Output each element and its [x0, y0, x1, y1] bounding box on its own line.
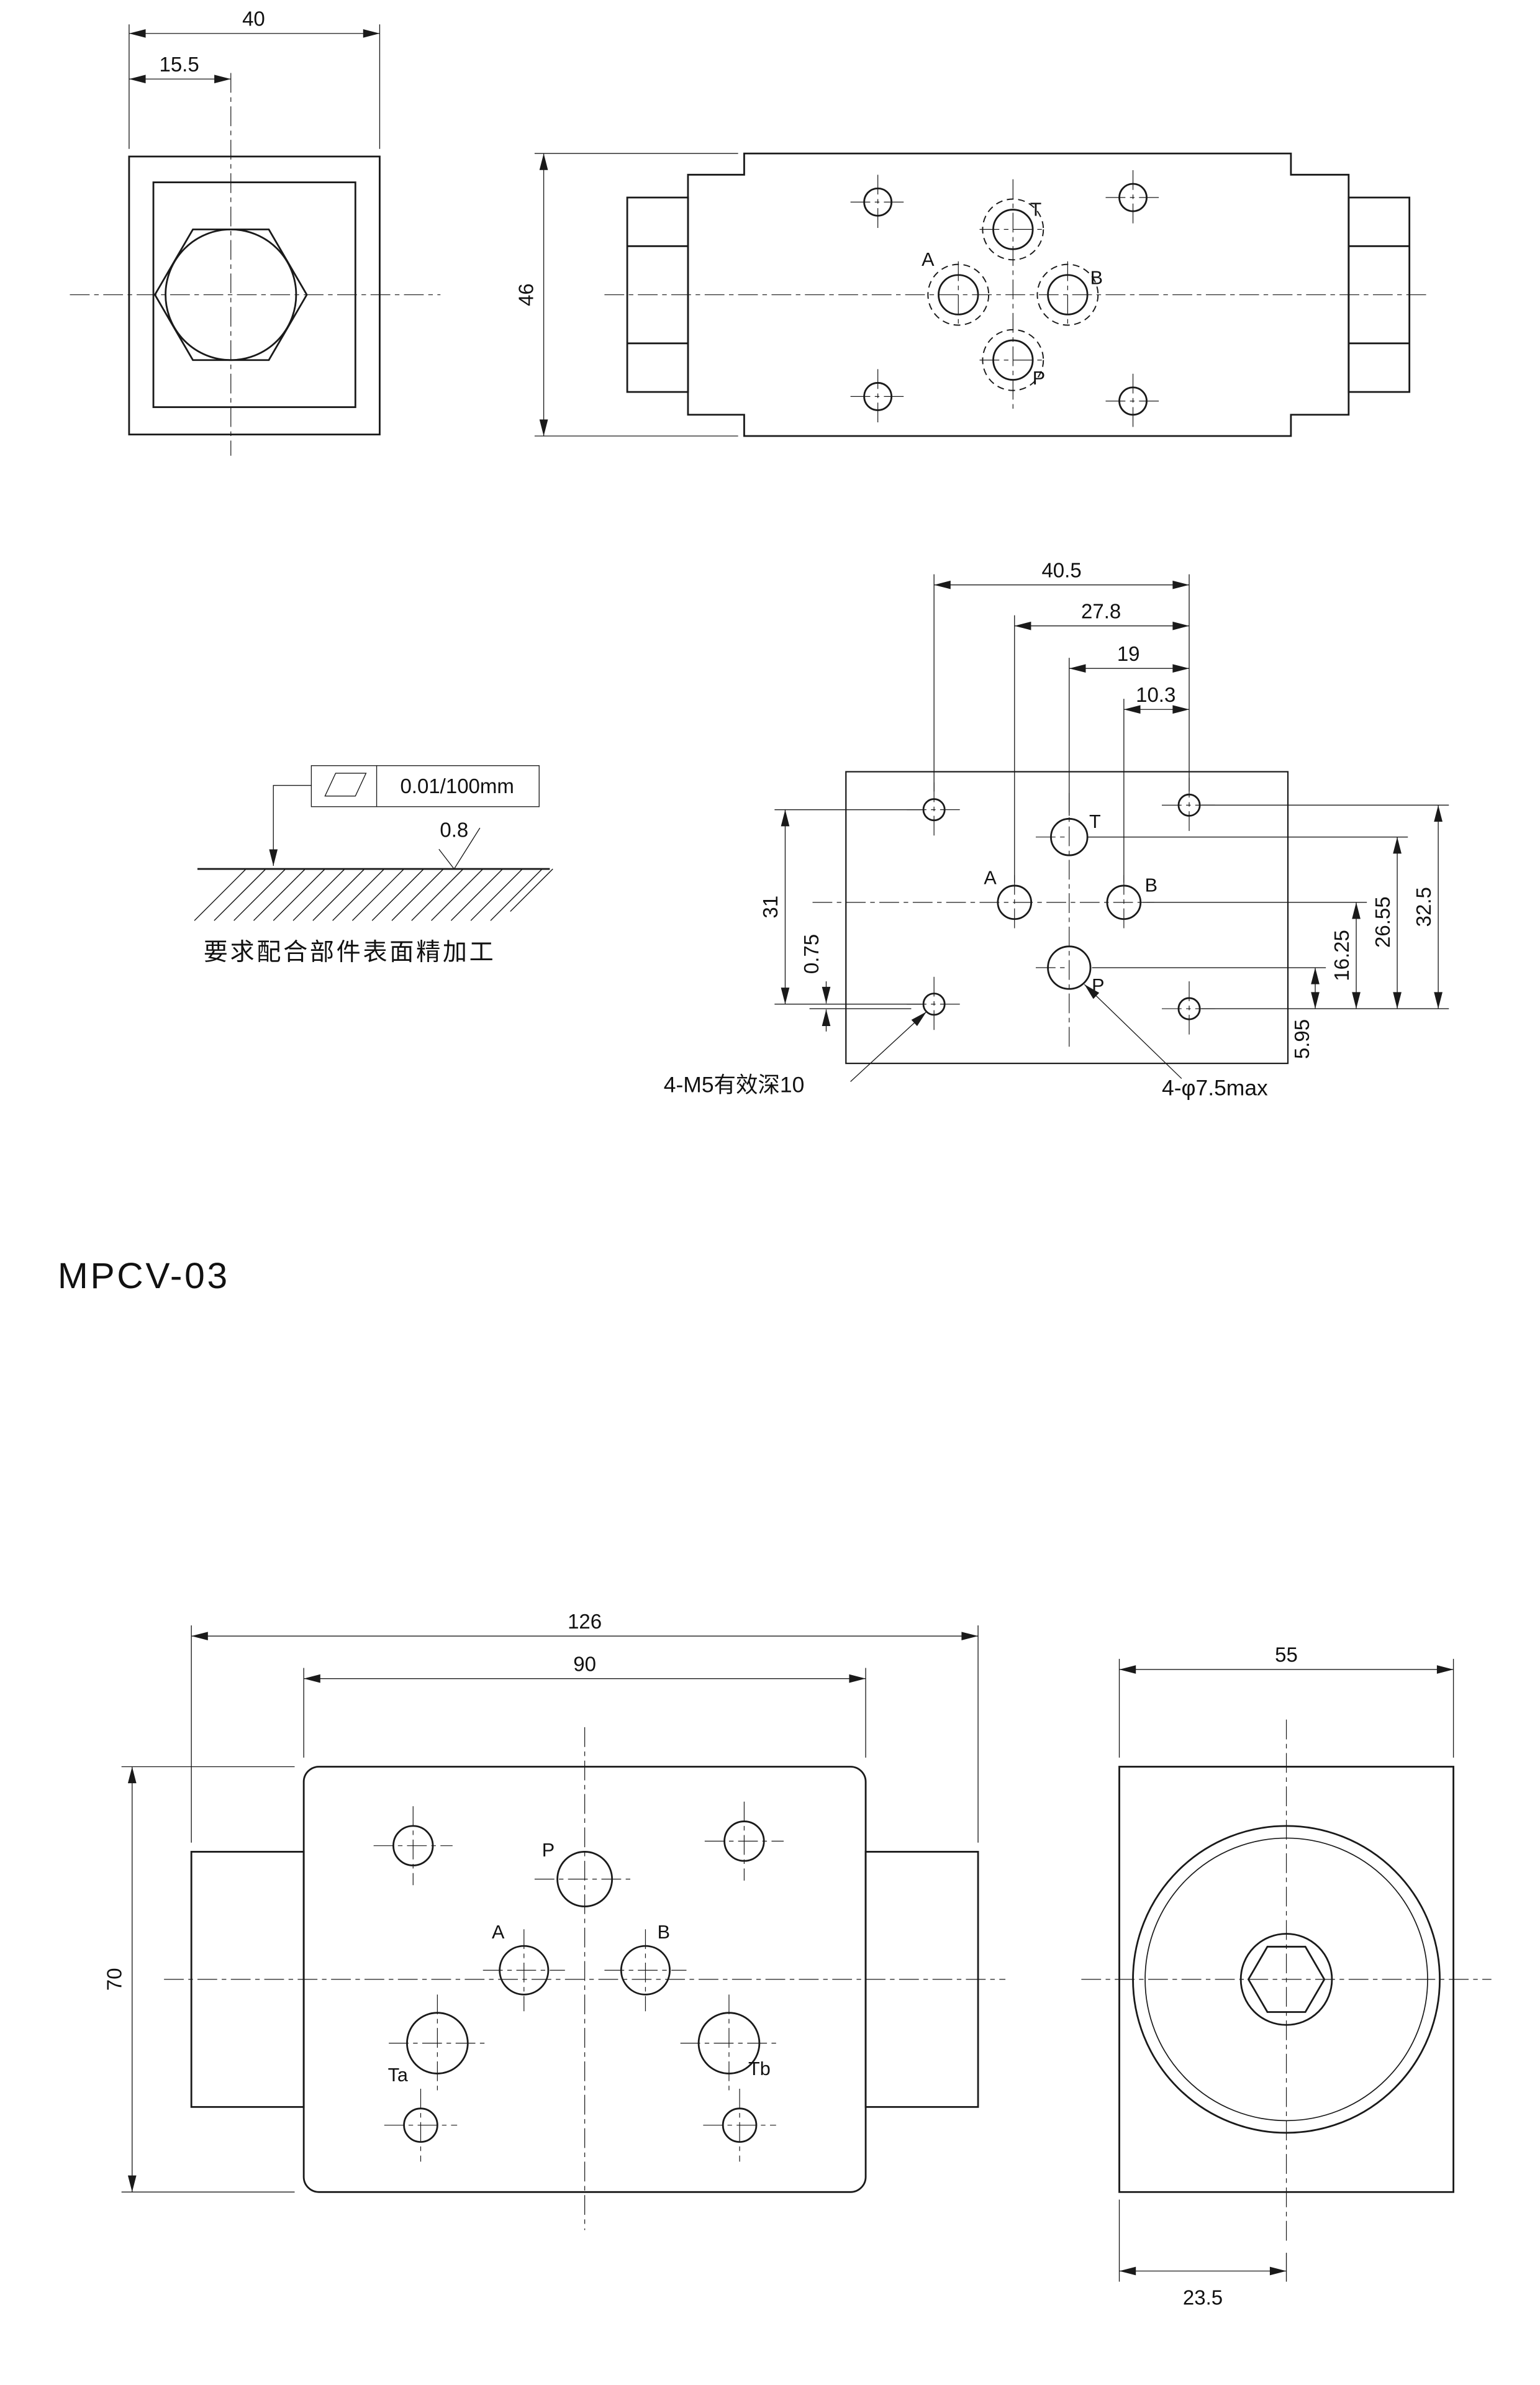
valve-body-outline — [687, 152, 1350, 437]
centerlines — [70, 73, 441, 456]
dim-27-8-label: 27.8 — [1081, 600, 1121, 623]
view-side: 55 23.5 — [1081, 1643, 1492, 2309]
view-top: 46 T A B P — [514, 152, 1428, 437]
dim-15-5-label: 15.5 — [159, 53, 199, 76]
plug-block-outline — [128, 155, 381, 435]
port-a-label: A — [922, 249, 935, 270]
port-t-label: T — [1030, 199, 1042, 220]
hatching — [194, 868, 553, 921]
leader-m5 — [850, 1011, 927, 1082]
extension-lines — [534, 153, 738, 437]
dim-70-label: 70 — [103, 1968, 126, 1991]
dim-126-label: 126 — [568, 1610, 602, 1633]
surface-finish-note: 0.01/100mm 0.8 要求配合部件表面精加工 — [194, 765, 553, 966]
port-b-label: B — [1145, 875, 1157, 896]
centerlines — [812, 778, 1217, 1048]
leader-port — [1084, 984, 1182, 1079]
dim-90-label: 90 — [573, 1652, 596, 1675]
machining-note: 要求配合部件表面精加工 — [204, 939, 496, 966]
centerlines — [1081, 1719, 1492, 2245]
dim-46-label: 46 — [514, 283, 537, 306]
dim-10-3-label: 10.3 — [1136, 683, 1175, 706]
dim-40-5-label: 40.5 — [1041, 558, 1081, 581]
view-mount-face: 40.5 27.8 19 10.3 5.95 16.25 26.55 32.5 … — [664, 558, 1449, 1100]
tolerance-frame — [310, 765, 540, 807]
flatness-symbol-icon — [324, 773, 367, 797]
port-b-label: B — [1090, 267, 1103, 288]
port-ta-label: Ta — [388, 2065, 408, 2086]
port-t-label: T — [1089, 811, 1101, 832]
port-tb-label: Tb — [748, 2058, 771, 2079]
dim-26-55-label: 26.55 — [1371, 896, 1394, 948]
mounting-plate-outline — [845, 771, 1289, 1065]
port-a-label: A — [492, 1922, 505, 1943]
centerlines — [604, 170, 1428, 429]
dim-16-25-label: 16.25 — [1330, 930, 1353, 981]
dim-23-5-label: 23.5 — [1183, 2286, 1223, 2309]
flatness-value: 0.01/100mm — [400, 775, 514, 797]
centerlines — [164, 1727, 1006, 2230]
port-b-label: B — [658, 1922, 670, 1943]
dim-32-5-label: 32.5 — [1412, 887, 1435, 927]
dim-31-label: 31 — [759, 896, 782, 919]
dim-0-75-label: 0.75 — [800, 934, 823, 974]
view-front: 126 90 70 P A B Ta Tb — [103, 1610, 1006, 2230]
roughness-value: 0.8 — [440, 819, 468, 842]
dim-5-95-label: 5.95 — [1290, 1019, 1313, 1059]
leader-arrow — [269, 784, 312, 866]
extension-lines — [1118, 1658, 1454, 2282]
dim-19-label: 19 — [1117, 642, 1140, 665]
callout-m5: 4-M5有效深10 — [664, 1073, 805, 1097]
port-p-label: P — [542, 1840, 555, 1861]
extension-lines — [121, 1625, 979, 2192]
dim-40-label: 40 — [242, 7, 265, 30]
dim-55-label: 55 — [1275, 1643, 1298, 1666]
view-plug-end: 40 15.5 — [70, 7, 441, 456]
extension-lines — [129, 24, 381, 149]
callout-port-dia: 4-φ7.5max — [1162, 1075, 1268, 1100]
port-a-label: A — [984, 868, 997, 889]
port-p-label: P — [1033, 368, 1045, 389]
model-title: MPCV-03 — [58, 1256, 230, 1296]
extension-lines — [774, 574, 1449, 1009]
